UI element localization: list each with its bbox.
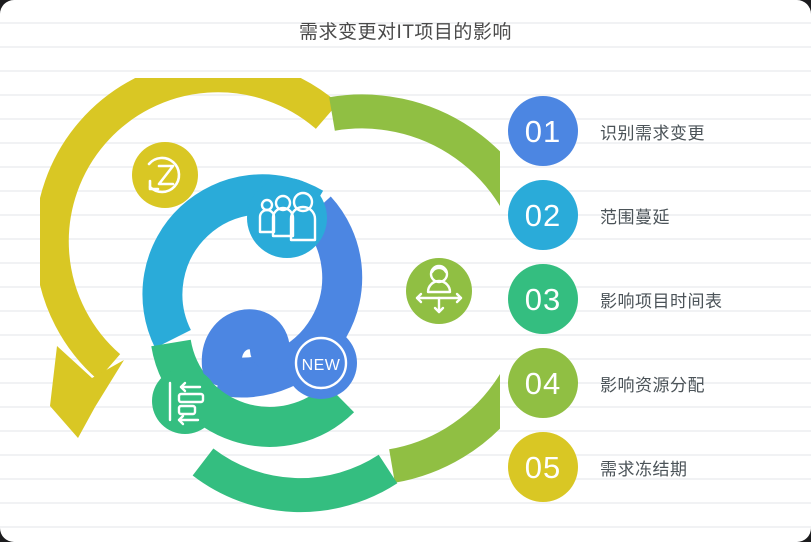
legend-label-02: 范围蔓延: [600, 207, 670, 227]
resource-node[interactable]: [406, 258, 472, 324]
legend-badge-01: 01: [508, 96, 578, 166]
legend-badge-05: 05: [508, 432, 578, 502]
legend-badge-03: 03: [508, 264, 578, 334]
freeze-sleep-node[interactable]: [132, 142, 198, 208]
legend-badge-02: 02: [508, 180, 578, 250]
legend-item-02[interactable]: 02 范围蔓延: [508, 180, 798, 250]
legend-label-01: 识别需求变更: [600, 123, 705, 143]
legend-label-04: 影响资源分配: [600, 375, 705, 395]
stakeholders-node[interactable]: [247, 178, 327, 258]
legend-label-03: 影响项目时间表: [600, 291, 723, 311]
new-badge-label: NEW: [302, 357, 341, 374]
page-title: 需求变更对IT项目的影响: [299, 22, 512, 43]
legend-item-01[interactable]: 01 识别需求变更: [508, 96, 798, 166]
legend-item-04[interactable]: 04 影响资源分配: [508, 348, 798, 418]
cycle-diagram: NEW: [34, 58, 558, 528]
legend-item-03[interactable]: 03 影响项目时间表: [508, 264, 798, 334]
new-change-node[interactable]: NEW: [285, 327, 357, 399]
legend-list: 01 识别需求变更 02 范围蔓延 03 影响项目时间表 04 影响资源分配 0…: [508, 96, 798, 502]
legend-item-05[interactable]: 05 需求冻结期: [508, 432, 798, 502]
legend-label-05: 需求冻结期: [600, 459, 688, 479]
timeline-impact-arc: [192, 448, 398, 513]
legend-badge-04: 04: [508, 348, 578, 418]
timeline-node[interactable]: [152, 368, 218, 434]
